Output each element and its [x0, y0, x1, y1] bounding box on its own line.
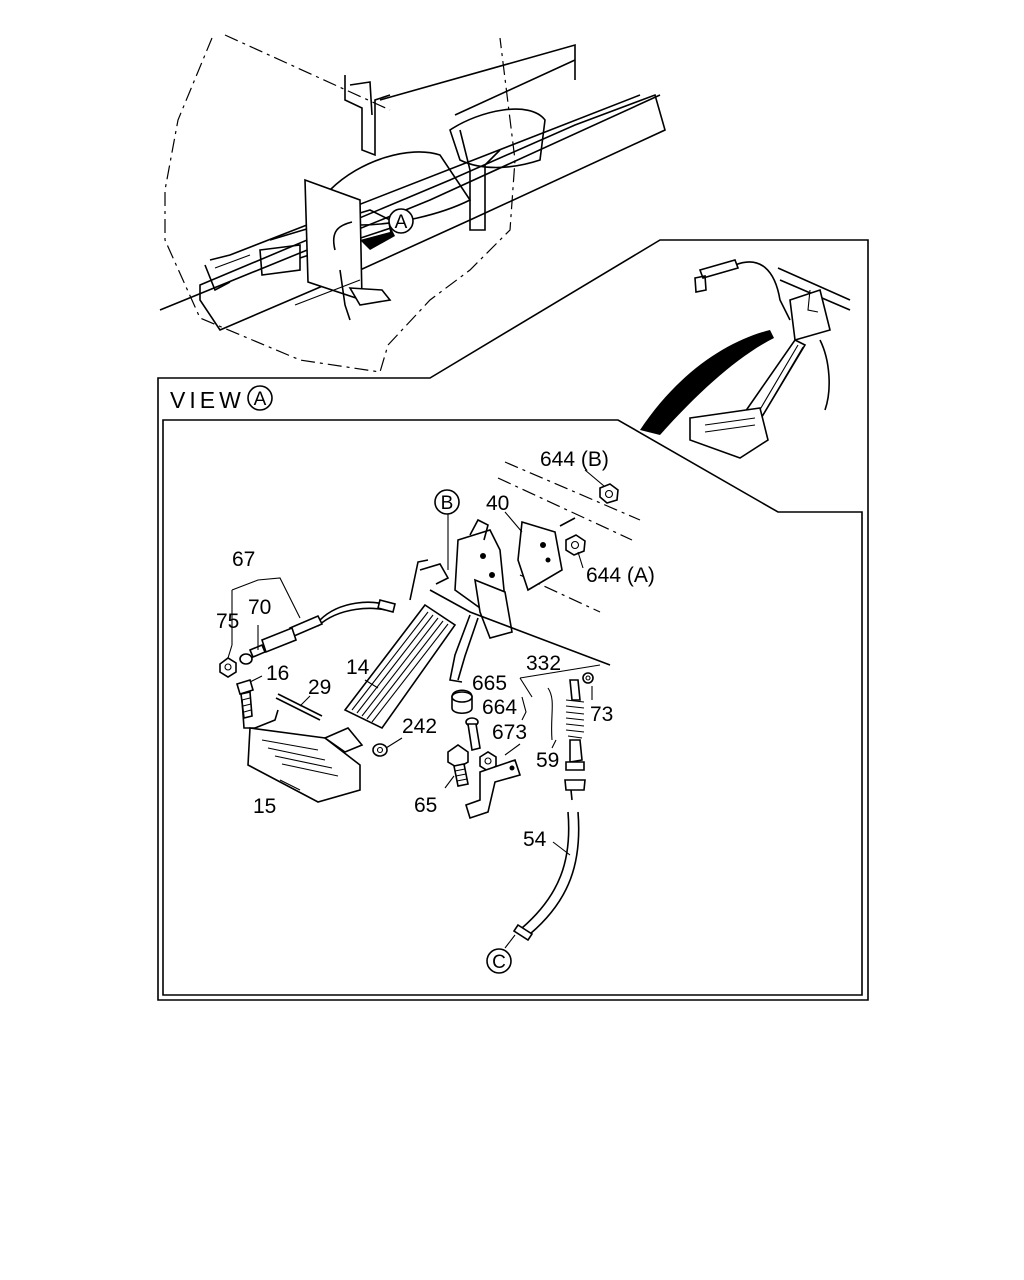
nut-644b [599, 483, 619, 504]
label-73: 73 [590, 703, 613, 726]
bracket-40-part [517, 517, 576, 592]
label-15: 15 [253, 795, 276, 818]
label-242: 242 [402, 715, 437, 738]
label-54: 54 [523, 828, 547, 851]
view-a-frame [157, 239, 869, 1001]
leader-lines [227, 469, 605, 856]
label-14: 14 [346, 656, 370, 679]
bolt-664 [465, 717, 481, 751]
throttle-cable-67 [219, 599, 396, 678]
vehicle-chassis-overview: A [159, 34, 666, 373]
view-a-header: VIEW A [170, 385, 273, 413]
label-673: 673 [492, 721, 527, 744]
label-75: 75 [216, 610, 239, 633]
pedal-arm-assembly: B [409, 489, 611, 683]
cable-54: C [486, 811, 580, 974]
bolt-65 [447, 744, 469, 787]
label-16: 16 [266, 662, 289, 685]
label-644b: 644 (B) [540, 448, 609, 471]
marker-a-overview: A [395, 212, 408, 233]
part-labels: 644 (B) 40 644 (A) 67 70 75 16 29 14 332… [216, 448, 655, 851]
label-40: 40 [486, 492, 509, 515]
stopper-bracket-332 [465, 758, 522, 820]
label-70: 70 [248, 596, 271, 619]
bolt-16 [236, 678, 254, 719]
label-332: 332 [526, 652, 561, 675]
nut-644a [565, 534, 586, 556]
marker-c: C [492, 952, 506, 973]
label-67: 67 [232, 548, 255, 571]
label-665: 665 [472, 672, 507, 695]
washer-242 [372, 743, 388, 757]
pedal-inset [640, 259, 851, 459]
pedal-pad-14 [343, 603, 457, 730]
firewall-reference-lines [497, 461, 641, 613]
view-header-label: VIEW [170, 387, 245, 413]
pin-29 [275, 693, 323, 721]
view-header-marker: A [254, 389, 267, 410]
label-29: 29 [308, 676, 331, 699]
label-644a: 644 (A) [586, 564, 655, 587]
marker-b: B [441, 493, 454, 514]
label-59: 59 [536, 749, 559, 772]
cable-end-assembly [547, 672, 594, 801]
label-65: 65 [414, 794, 437, 817]
cap-665 [451, 689, 473, 715]
label-664: 664 [482, 696, 517, 719]
pedal-base-15 [241, 699, 364, 803]
